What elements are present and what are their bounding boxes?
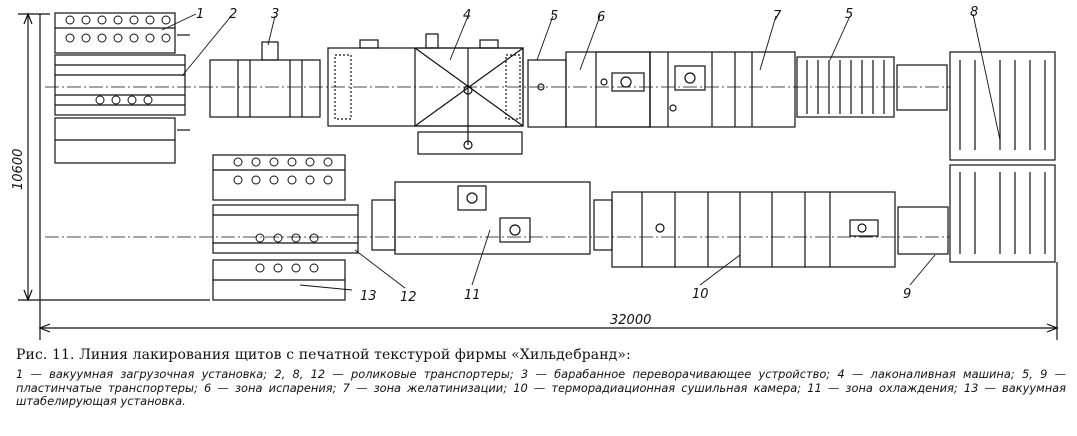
callout-12: 12 (400, 290, 417, 305)
lower-rollers (233, 157, 333, 273)
callout-6: 6 (597, 10, 605, 25)
dimension-length-line (38, 14, 1059, 340)
roller-conveyor-lower (212, 204, 359, 254)
gelatinization-zone (600, 51, 796, 128)
dimension-length-label: 32000 (610, 313, 651, 328)
drum-turning-device (209, 41, 321, 118)
callout-1: 1 (196, 7, 204, 22)
caption-title: Рис. 11. Линия лакирования щитов с печат… (16, 347, 631, 363)
caption-legend: 1 — вакуумная загрузочная установка; 2, … (16, 367, 1066, 408)
figure-caption: Рис. 11. Линия лакирования щитов с печат… (16, 346, 1066, 409)
callout-4: 4 (463, 8, 471, 23)
plate-conveyor-upper-right (796, 56, 948, 118)
evaporation-zone (565, 51, 651, 128)
callout-5b: 5 (845, 7, 853, 22)
callout-3: 3 (271, 7, 279, 22)
plate-conveyor-lower (897, 206, 949, 255)
vacuum-loading-unit (54, 12, 190, 164)
callout-13: 13 (360, 289, 377, 304)
callout-11: 11 (464, 288, 481, 303)
roller-conveyor-transfer (949, 51, 1056, 263)
centre-lines (45, 86, 950, 238)
thermoradiation-drying-chamber (593, 191, 896, 268)
callout-8: 8 (970, 5, 978, 20)
dimension-width-label: 10600 (11, 149, 26, 190)
callout-7: 7 (773, 9, 782, 24)
dimension-height-line (18, 12, 210, 302)
callout-5a: 5 (550, 9, 558, 24)
callout-leaders (161, 13, 1001, 291)
roller-conveyor-start (54, 54, 186, 116)
callout-10: 10 (692, 287, 709, 302)
curtain-coater (327, 33, 524, 155)
callout-9: 9 (903, 287, 911, 302)
vacuum-stacking-unit (212, 154, 346, 301)
loader-suction-cups (65, 15, 171, 105)
line-diagram: 1 2 3 4 5 6 7 5 8 9 10 11 12 13 32000 10… (11, 5, 1059, 340)
cooling-zone (371, 181, 591, 255)
plate-conveyor-upper-left (527, 59, 567, 128)
callout-2: 2 (229, 7, 237, 22)
